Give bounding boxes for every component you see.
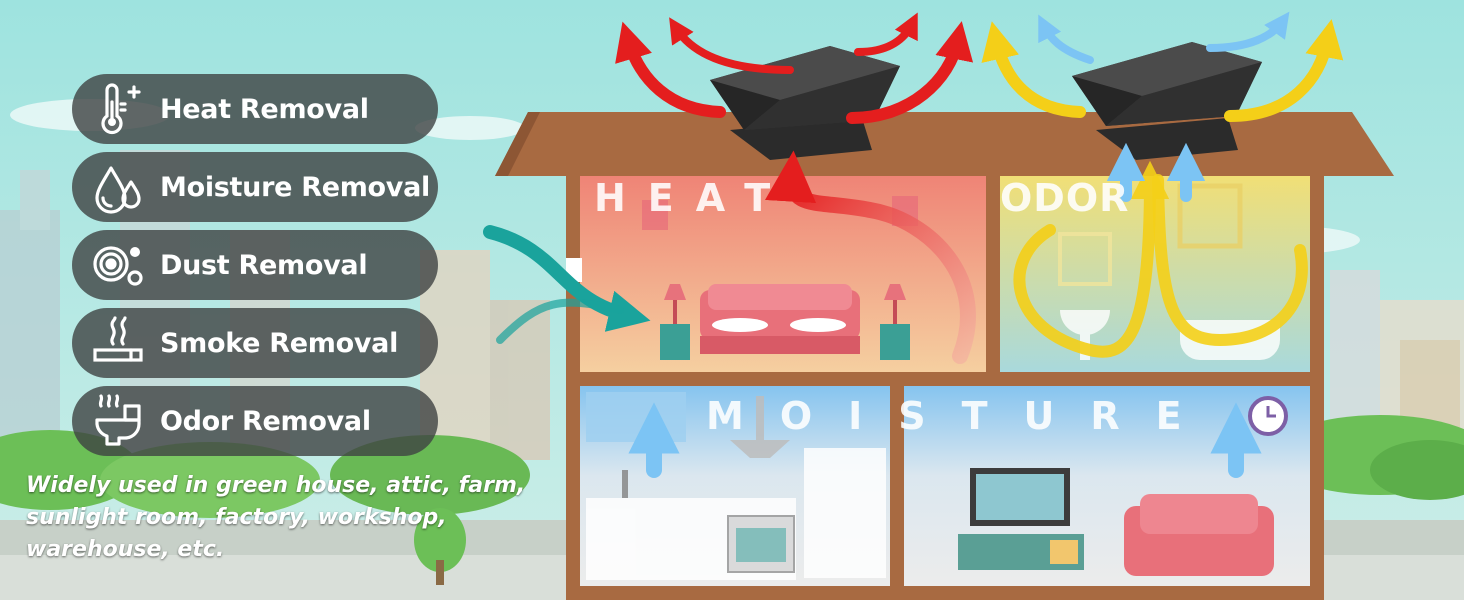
odor-exhaust-arrows — [981, 19, 1344, 358]
feature-smoke-removal: Smoke Removal — [72, 308, 438, 378]
bedroom-furniture — [642, 196, 918, 360]
water-drops-icon — [90, 159, 146, 215]
moisture-room-label: MOISTURE — [706, 394, 1218, 438]
roof — [495, 112, 1394, 176]
thermometer-plus-icon — [90, 81, 146, 137]
air-intake-arrow — [483, 225, 651, 344]
usage-tagline: Widely used in green house, attic, farm,… — [26, 473, 526, 562]
feature-label: Moisture Removal — [160, 171, 430, 203]
feature-odor-removal: Odor Removal — [72, 386, 438, 456]
living-room — [958, 396, 1288, 576]
feature-heat-removal: Heat Removal — [72, 74, 438, 144]
feature-moisture-removal: Moisture Removal — [72, 152, 438, 222]
feature-label: Dust Removal — [160, 249, 368, 281]
feature-dust-removal: Dust Removal — [72, 230, 438, 300]
floor-divider — [890, 386, 904, 586]
moisture-arrows — [628, 11, 1290, 478]
heat-exhaust-arrows — [615, 12, 976, 364]
cigarette-smoke-icon — [90, 315, 146, 371]
dust-particles-icon — [90, 237, 146, 293]
feature-label: Heat Removal — [160, 93, 369, 125]
heat-room-label: HEAT — [594, 176, 793, 220]
odor-room-label: ODOR — [1000, 176, 1130, 220]
toilet-odor-icon — [90, 393, 146, 449]
feature-label: Odor Removal — [160, 405, 371, 437]
feature-label: Smoke Removal — [160, 327, 399, 359]
